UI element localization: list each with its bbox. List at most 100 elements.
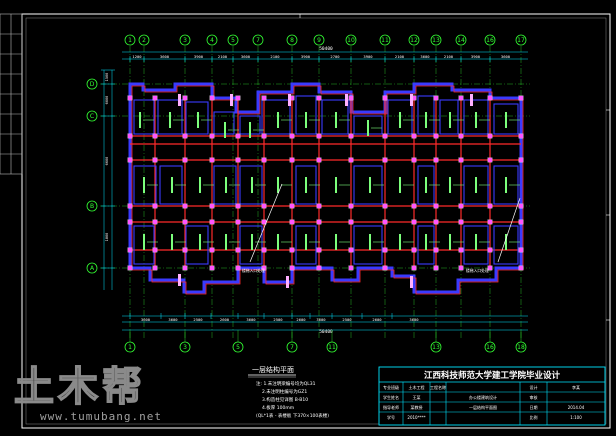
column xyxy=(235,219,241,225)
beam-tag xyxy=(178,94,181,106)
axis-label-bottom: 1 xyxy=(128,344,132,351)
column xyxy=(261,247,267,253)
column xyxy=(209,247,215,253)
axis-bubble-top xyxy=(227,34,239,46)
axis-label-top: 14 xyxy=(457,37,465,44)
beam-section-mark xyxy=(169,112,171,128)
room-outline xyxy=(239,225,263,265)
column xyxy=(152,95,158,101)
room-outline xyxy=(295,225,317,265)
axis-label-top: 3 xyxy=(183,37,187,44)
axis-label-top: 10 xyxy=(347,37,355,44)
beam-section-mark xyxy=(249,122,251,138)
beam-section-mark xyxy=(199,234,201,250)
column xyxy=(152,265,158,271)
room-outline xyxy=(417,95,435,135)
room-outline xyxy=(157,99,183,135)
beam-section-mark xyxy=(143,177,145,193)
room-outline xyxy=(463,225,489,265)
axis-bubble-top xyxy=(379,34,391,46)
axis-label-top: 17 xyxy=(517,37,525,44)
title-block-cell: 日期 xyxy=(530,404,538,410)
dimension-label: 3600 xyxy=(420,54,430,59)
beam-section-mark xyxy=(335,234,337,250)
column xyxy=(289,203,295,209)
axis-label-top: 16 xyxy=(486,37,494,44)
room-outline xyxy=(295,95,317,135)
column xyxy=(182,247,188,253)
column xyxy=(348,219,354,225)
title-block-cell: 2014.04 xyxy=(568,405,585,410)
axis-bubble-left xyxy=(86,110,98,122)
column xyxy=(458,95,464,101)
column xyxy=(518,247,524,253)
beam-tag xyxy=(410,276,413,288)
beam-section-mark xyxy=(305,234,307,250)
axis-label-bottom: 13 xyxy=(432,344,440,351)
axis-label-top: 4 xyxy=(210,37,214,44)
beam-section-mark xyxy=(449,177,451,193)
beam-section-mark xyxy=(475,234,477,250)
column xyxy=(182,133,188,139)
axis-bubble-top xyxy=(430,34,442,46)
title-block-cell: 学号 xyxy=(387,414,395,420)
column xyxy=(382,247,388,253)
dimension-label: 2600 xyxy=(296,317,306,322)
beam-tag xyxy=(470,94,473,106)
dimension-label: 2500 xyxy=(193,317,203,322)
column xyxy=(235,95,241,101)
column xyxy=(348,203,354,209)
overall-dimension-top: 50400 xyxy=(319,46,333,52)
column xyxy=(382,95,388,101)
dimension-label: 3600 xyxy=(241,54,251,59)
room-outline xyxy=(321,99,349,135)
stair-annotation: 楼梯入口处理 xyxy=(242,268,265,273)
axis-label-top: 13 xyxy=(432,37,440,44)
title-block-title: 江西科技师范大学建工学院毕业设计 xyxy=(424,370,561,381)
axis-label-top: 9 xyxy=(317,37,321,44)
beam-section-mark xyxy=(277,234,279,250)
beam-section-mark xyxy=(335,177,337,193)
title-block-cell: 1:100 xyxy=(570,415,582,420)
column xyxy=(152,247,158,253)
axis-bubble-left xyxy=(86,78,98,90)
column xyxy=(348,247,354,253)
column xyxy=(518,95,524,101)
axis-label-left: D xyxy=(90,81,95,88)
room-outline xyxy=(353,225,383,265)
column xyxy=(487,265,493,271)
beam-section-mark xyxy=(399,112,401,128)
column xyxy=(433,95,439,101)
column xyxy=(152,219,158,225)
beam-tag xyxy=(410,94,413,106)
beam-section-mark xyxy=(225,177,227,193)
axis-bubble-bottom xyxy=(484,341,496,353)
dimension-label: 3900 xyxy=(363,54,373,59)
column xyxy=(152,203,158,209)
axis-bubble-top xyxy=(345,34,357,46)
room-outline xyxy=(133,225,155,265)
column xyxy=(433,247,439,253)
room-outline xyxy=(185,225,209,265)
axis-label-bottom: 11 xyxy=(328,344,336,351)
beam-section-mark xyxy=(171,234,173,250)
axis-bubble-top xyxy=(455,34,467,46)
column xyxy=(518,265,524,271)
title-block-cell: 土木工程 xyxy=(409,384,425,390)
beam-section-mark xyxy=(475,177,477,193)
column xyxy=(209,133,215,139)
beam-section-mark xyxy=(425,112,427,128)
dimension-label: 3600 xyxy=(409,317,419,322)
drawing-frame xyxy=(21,13,611,429)
column xyxy=(261,157,267,163)
column xyxy=(127,95,133,101)
column xyxy=(433,157,439,163)
dimension-label: 2500 xyxy=(342,317,352,322)
beam-section-mark xyxy=(505,112,507,128)
dimension-label: 3900 xyxy=(301,54,311,59)
column xyxy=(518,133,524,139)
border-ticks xyxy=(299,14,610,321)
column xyxy=(487,247,493,253)
column xyxy=(316,157,322,163)
